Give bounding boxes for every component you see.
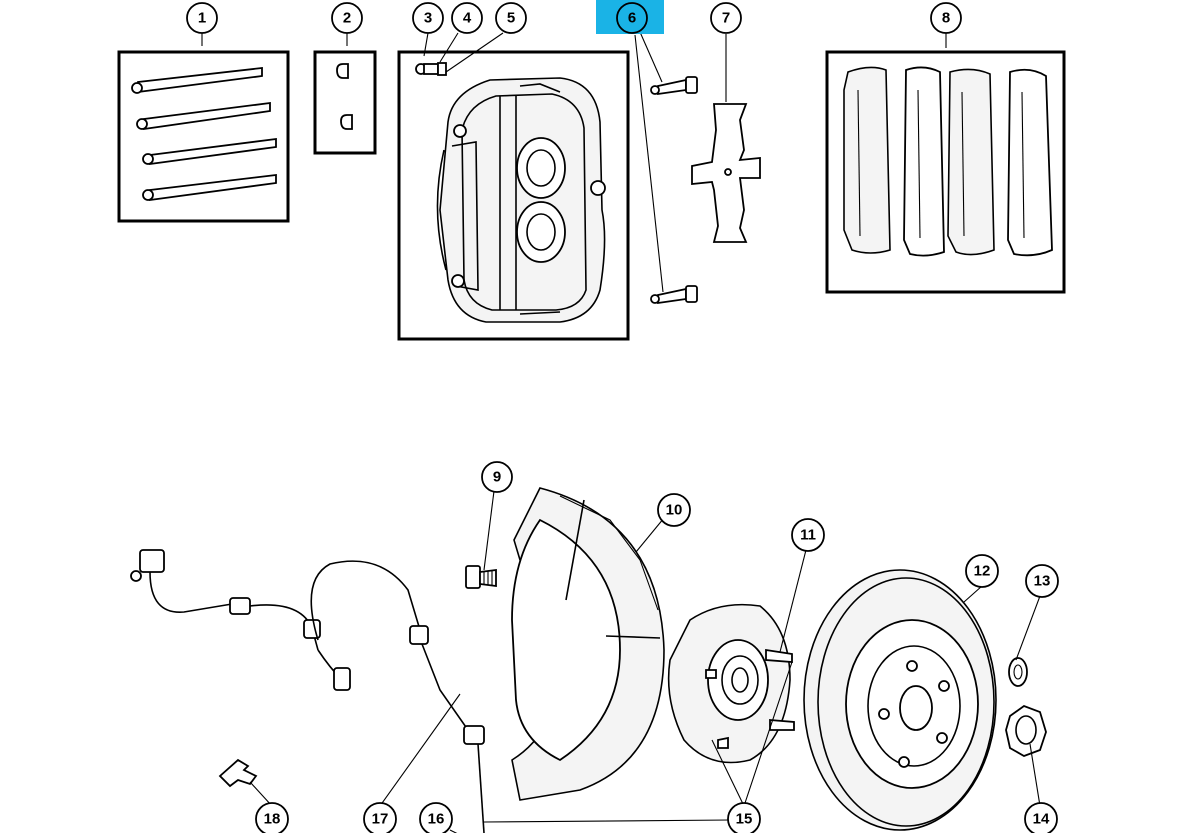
svg-text:2: 2 xyxy=(343,10,351,27)
callout-3[interactable]: 3 xyxy=(412,2,444,34)
callout-9[interactable]: 9 xyxy=(481,461,513,493)
svg-text:13: 13 xyxy=(1034,573,1051,590)
part-8-brake-pads[interactable] xyxy=(825,50,1066,294)
part-11-hub-bearing[interactable] xyxy=(667,603,795,764)
callout-15[interactable]: 15 xyxy=(727,802,761,833)
svg-text:14: 14 xyxy=(1033,811,1050,828)
svg-text:4: 4 xyxy=(463,10,472,27)
part-17-sensor-harness[interactable] xyxy=(130,549,485,833)
callout-1[interactable]: 1 xyxy=(186,2,218,34)
callout-8[interactable]: 8 xyxy=(930,2,962,34)
callout-16[interactable]: 16 xyxy=(419,802,453,833)
callout-18[interactable]: 18 xyxy=(255,802,289,833)
svg-text:3: 3 xyxy=(424,10,432,27)
svg-text:7: 7 xyxy=(722,10,730,27)
callout-7[interactable]: 7 xyxy=(710,2,742,34)
part-2-caps[interactable] xyxy=(313,50,377,155)
callout-2[interactable]: 2 xyxy=(331,2,363,34)
caliper-assembly[interactable] xyxy=(397,50,630,341)
svg-text:9: 9 xyxy=(493,469,501,486)
callout-4[interactable]: 4 xyxy=(451,2,483,34)
svg-text:10: 10 xyxy=(666,502,683,519)
part-12-rotor[interactable] xyxy=(803,569,997,831)
callout-6-highlight xyxy=(596,0,664,34)
part-10-dust-shield[interactable] xyxy=(511,487,665,801)
callout-5[interactable]: 5 xyxy=(495,2,527,34)
callout-6[interactable]: 6 xyxy=(616,2,648,34)
svg-text:6: 6 xyxy=(628,10,636,27)
svg-text:15: 15 xyxy=(736,811,753,828)
svg-text:1: 1 xyxy=(198,10,206,27)
callout-12[interactable]: 12 xyxy=(965,554,999,588)
part-13-washer[interactable] xyxy=(1008,657,1028,687)
callout-10[interactable]: 10 xyxy=(657,493,691,527)
svg-text:17: 17 xyxy=(372,811,389,828)
svg-text:18: 18 xyxy=(264,811,281,828)
part-1-guide-pins[interactable] xyxy=(117,50,290,223)
part-6-bolts[interactable] xyxy=(650,76,698,305)
part-9-bolt[interactable] xyxy=(465,565,497,589)
part-7-clip[interactable] xyxy=(691,103,761,243)
svg-text:16: 16 xyxy=(428,811,445,828)
part-18-clip[interactable] xyxy=(218,758,258,788)
callout-11[interactable]: 11 xyxy=(791,518,825,552)
svg-text:12: 12 xyxy=(974,563,991,580)
svg-text:8: 8 xyxy=(942,10,950,27)
callout-17[interactable]: 17 xyxy=(363,802,397,833)
callout-14[interactable]: 14 xyxy=(1024,802,1058,833)
svg-text:5: 5 xyxy=(507,10,515,27)
callout-13[interactable]: 13 xyxy=(1025,564,1059,598)
parts-3-4-5-bleeder[interactable] xyxy=(415,62,447,76)
svg-text:11: 11 xyxy=(800,527,816,544)
part-14-nut[interactable] xyxy=(1005,704,1047,757)
